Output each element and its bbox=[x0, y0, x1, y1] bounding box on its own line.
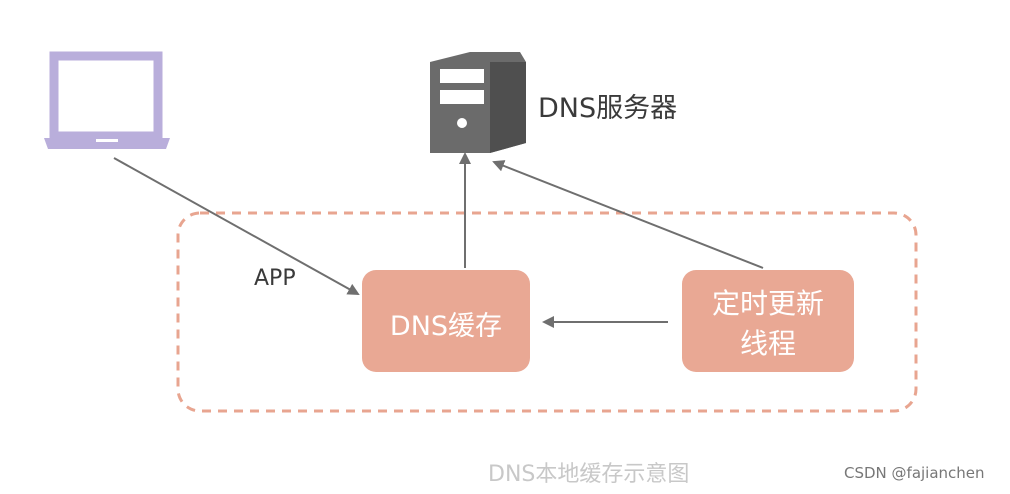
app-label: APP bbox=[254, 266, 296, 291]
caption: DNS本地缓存示意图 bbox=[488, 462, 690, 487]
dns-cache-node bbox=[362, 270, 530, 372]
dns-server-label: DNS服务器 bbox=[538, 93, 678, 124]
local-boundary bbox=[176, 211, 918, 413]
watermark: CSDN @fajianchen bbox=[844, 464, 985, 482]
thread-to-server-arrow bbox=[492, 160, 764, 269]
update-thread-node bbox=[682, 270, 854, 372]
app-request-arrow bbox=[113, 157, 360, 295]
update-thread-label-line2: 线程 bbox=[739, 327, 796, 360]
server-tower-icon bbox=[430, 52, 526, 153]
laptop-icon bbox=[44, 51, 170, 149]
dns-cache-label: DNS缓存 bbox=[389, 311, 503, 342]
update-thread-label-line1: 定时更新 bbox=[711, 287, 824, 320]
